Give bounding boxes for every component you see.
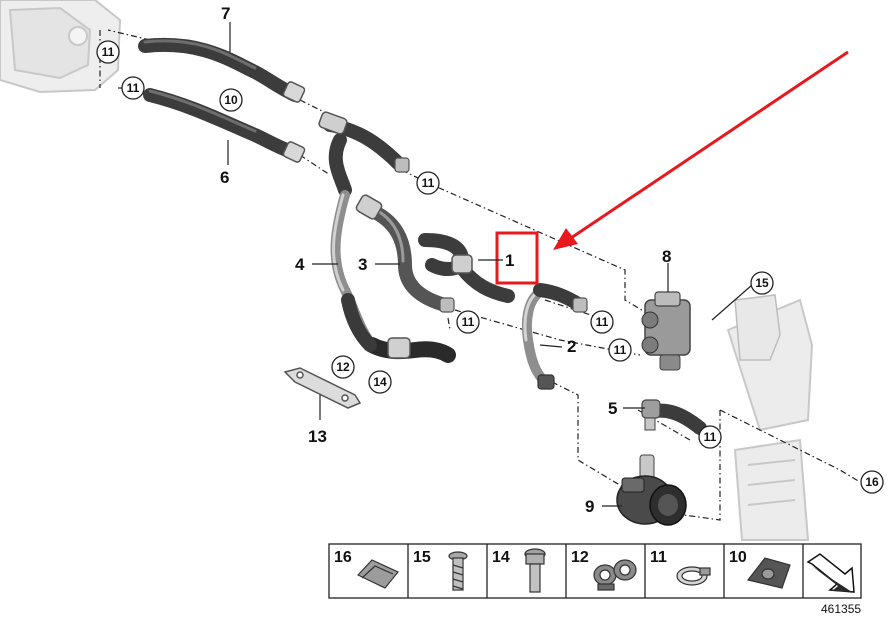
svg-text:11: 11 — [422, 176, 435, 190]
legend-cell-10: 10 — [729, 549, 791, 589]
circled-callout-11: 11 — [608, 338, 632, 362]
circled-callouts: 11 11 10 11 11 11 11 15 12 14 11 16 — [96, 40, 884, 494]
svg-text:16: 16 — [334, 549, 352, 566]
pump-9 — [616, 454, 687, 526]
circled-callout-10: 10 — [219, 88, 243, 112]
legend-cell-16: 16 — [334, 549, 399, 589]
svg-text:15: 15 — [755, 276, 769, 290]
svg-text:11: 11 — [127, 81, 140, 95]
circled-callout-11: 11 — [416, 171, 440, 195]
hose-7 — [138, 37, 306, 103]
svg-text:14: 14 — [373, 375, 387, 389]
svg-text:14: 14 — [492, 549, 510, 566]
callout-2: 2 — [567, 337, 576, 356]
svg-text:10: 10 — [224, 93, 238, 107]
hose-6 — [143, 88, 306, 163]
svg-text:11: 11 — [462, 315, 475, 329]
diagram-id: 461355 — [821, 602, 861, 616]
circled-callout-12: 12 — [331, 355, 355, 379]
leader-lines — [99, 29, 861, 521]
pipe-4 — [330, 190, 456, 363]
part-callouts: 7 6 4 3 1 2 8 5 9 13 — [220, 4, 671, 516]
hose-5 — [641, 399, 707, 435]
hose-holder-icon — [746, 557, 791, 589]
svg-text:11: 11 — [102, 45, 115, 59]
tee-hose-assembly — [318, 111, 410, 197]
clip-nut-icon — [357, 559, 399, 589]
callout-6: 6 — [220, 168, 229, 187]
callout-8: 8 — [662, 247, 671, 266]
heater-unit-ghost — [0, 0, 122, 94]
circled-callout-11: 11 — [96, 40, 120, 64]
bracket-ghost — [734, 294, 781, 361]
svg-text:12: 12 — [336, 360, 350, 374]
callout-9: 9 — [585, 497, 594, 516]
legend-cell-15: 15 — [413, 549, 468, 591]
callout-4: 4 — [295, 255, 305, 274]
bolt-icon — [524, 548, 546, 593]
valve-8 — [641, 291, 691, 371]
hose-1 — [418, 233, 515, 303]
svg-text:12: 12 — [571, 549, 589, 566]
fastener-legend: 16 15 14 12 — [328, 543, 862, 599]
hose-3 — [355, 194, 455, 313]
legend-cell-direction — [806, 553, 855, 593]
circled-callout-11: 11 — [698, 425, 722, 449]
svg-text:11: 11 — [704, 430, 717, 444]
svg-text:11: 11 — [614, 343, 627, 357]
highlight-annotation — [495, 50, 849, 285]
screw-icon — [448, 551, 468, 591]
circled-callout-11: 11 — [121, 76, 145, 100]
svg-text:11: 11 — [650, 549, 667, 566]
callout-3: 3 — [358, 255, 367, 274]
double-hose-clip-icon — [593, 559, 637, 591]
svg-text:16: 16 — [865, 475, 879, 489]
svg-text:15: 15 — [413, 549, 431, 566]
svg-text:10: 10 — [729, 549, 747, 566]
circled-callout-11: 11 — [456, 310, 480, 334]
legend-cell-11: 11 — [650, 549, 711, 586]
callout-5: 5 — [608, 399, 617, 418]
legend-cell-14: 14 — [492, 548, 546, 593]
legend-cell-12: 12 — [571, 549, 637, 591]
circled-callout-14: 14 — [368, 370, 392, 394]
hose-clamp-icon — [676, 566, 711, 586]
callout-1: 1 — [505, 251, 514, 270]
circled-callout-16: 16 — [860, 470, 884, 494]
circled-callout-15: 15 — [750, 271, 774, 295]
circled-callout-11: 11 — [590, 310, 614, 334]
callout-leaders — [227, 22, 753, 507]
pipe-2 — [521, 283, 588, 390]
bracket-13 — [283, 367, 362, 409]
callout-7: 7 — [221, 4, 230, 23]
direction-arrow-icon — [806, 553, 855, 593]
svg-text:11: 11 — [596, 315, 609, 329]
callout-13: 13 — [308, 427, 327, 446]
